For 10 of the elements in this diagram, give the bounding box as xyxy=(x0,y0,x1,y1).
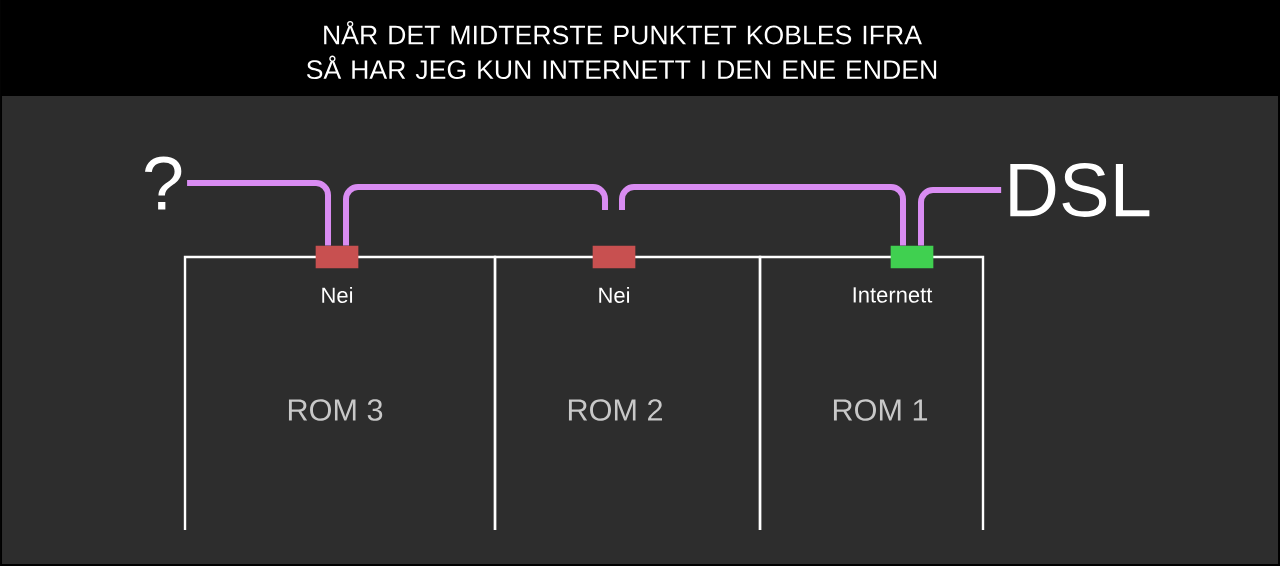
cable xyxy=(187,180,331,246)
title: NÅR DET MIDTERSTE PUNKTET KOBLES IFRA SÅ HAR JEG KUN INTERNETT I DEN ENE ENDEN xyxy=(306,20,937,80)
cable xyxy=(619,184,906,246)
room-box: Internett ROM 1 xyxy=(758,255,985,530)
room-box: Nei ROM 3 xyxy=(183,255,497,530)
cable xyxy=(918,187,1002,246)
room-box: Nei ROM 2 xyxy=(493,255,762,530)
end-label: ? xyxy=(145,156,182,210)
cable xyxy=(343,184,608,246)
end-label: DSL xyxy=(1010,163,1150,217)
